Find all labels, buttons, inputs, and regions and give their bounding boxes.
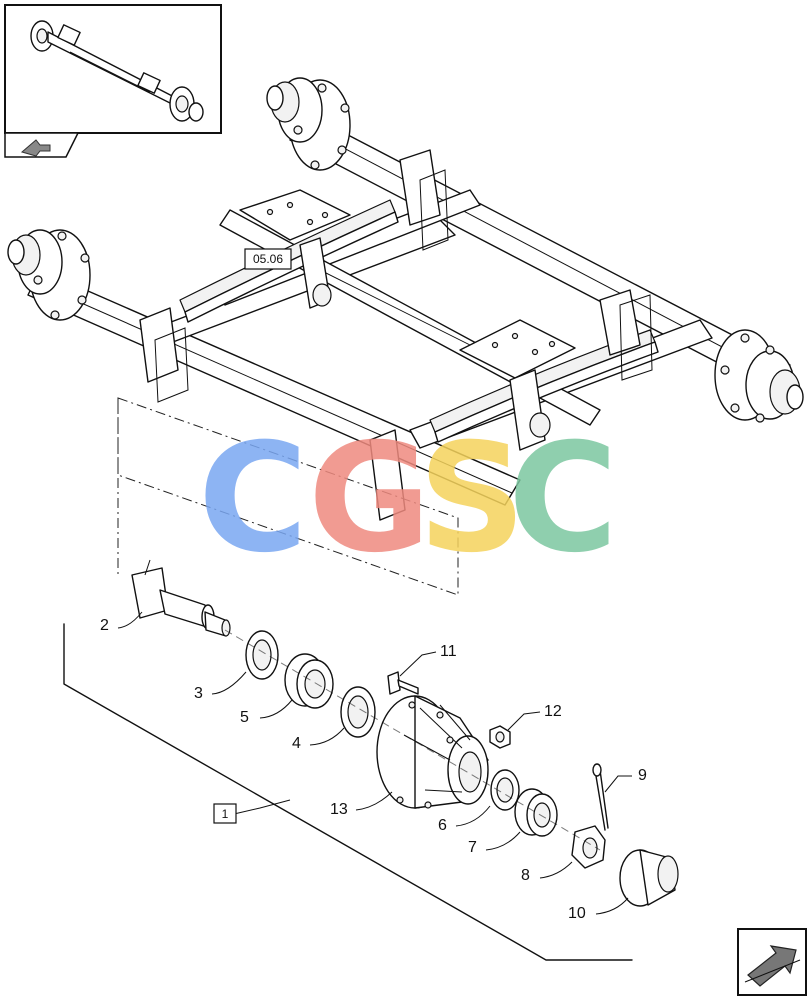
watermark-letter-4: C xyxy=(508,412,618,586)
watermark-letter-3: S xyxy=(418,412,526,586)
trailer-frame-assembly xyxy=(7,77,804,521)
callout-12[interactable]: 12 xyxy=(507,703,562,731)
part-6-race xyxy=(490,769,520,811)
svg-text:5: 5 xyxy=(240,709,249,726)
part-8-castle-nut xyxy=(571,825,606,869)
svg-text:2: 2 xyxy=(100,617,109,634)
part-4-race xyxy=(340,686,376,738)
detail-boundary-dashed xyxy=(117,397,459,596)
exploded-parts xyxy=(131,559,679,907)
callout-10[interactable]: 10 xyxy=(568,897,629,922)
assembly-bracket xyxy=(63,623,633,961)
watermark-letter-1: C xyxy=(198,412,308,586)
callout-8[interactable]: 8 xyxy=(521,861,573,884)
thumbnail-inset xyxy=(4,4,222,158)
next-page-arrow-icon[interactable] xyxy=(737,928,807,996)
thumbnail-axle-drawing xyxy=(30,20,204,122)
reference-tag-label: 05.06 xyxy=(253,252,283,266)
part-5-bearing xyxy=(284,653,334,709)
part-3-seal xyxy=(245,630,279,680)
callout-9[interactable]: 9 xyxy=(604,767,647,793)
reference-tag[interactable]: 05.06 xyxy=(244,248,292,270)
svg-text:10: 10 xyxy=(568,905,586,922)
svg-text:8: 8 xyxy=(521,867,530,884)
assembly-label: 1 xyxy=(222,807,229,821)
assembly-label-box[interactable]: 1 xyxy=(213,803,237,824)
svg-text:7: 7 xyxy=(468,839,477,856)
callout-5[interactable]: 5 xyxy=(240,699,293,726)
navigation-arrow-icon[interactable] xyxy=(20,139,51,157)
svg-text:13: 13 xyxy=(330,801,348,818)
part-11-wheel-stud xyxy=(387,671,419,695)
part-7-bearing xyxy=(514,788,558,837)
callout-6[interactable]: 6 xyxy=(438,805,491,834)
svg-text:12: 12 xyxy=(544,703,562,720)
svg-text:3: 3 xyxy=(194,685,203,702)
watermark-letter-2: G xyxy=(308,412,431,586)
callout-2[interactable]: 2 xyxy=(100,611,143,634)
watermark: C G S C xyxy=(198,412,618,586)
svg-text:9: 9 xyxy=(638,767,647,784)
callout-4[interactable]: 4 xyxy=(292,727,345,752)
svg-text:6: 6 xyxy=(438,817,447,834)
callouts: 2 3 4 5 6 7 8 9 xyxy=(100,611,647,922)
part-13-hub xyxy=(376,695,489,809)
part-10-hub-cap xyxy=(619,849,679,907)
callout-7[interactable]: 7 xyxy=(468,831,521,856)
callout-13[interactable]: 13 xyxy=(330,791,393,818)
callout-11[interactable]: 11 xyxy=(399,643,457,677)
svg-text:4: 4 xyxy=(292,735,301,752)
svg-text:11: 11 xyxy=(440,643,457,660)
part-9-cotter-pin xyxy=(592,763,609,831)
part-12-nut xyxy=(489,725,511,749)
part-2-spindle xyxy=(131,559,231,637)
callout-3[interactable]: 3 xyxy=(194,671,247,702)
